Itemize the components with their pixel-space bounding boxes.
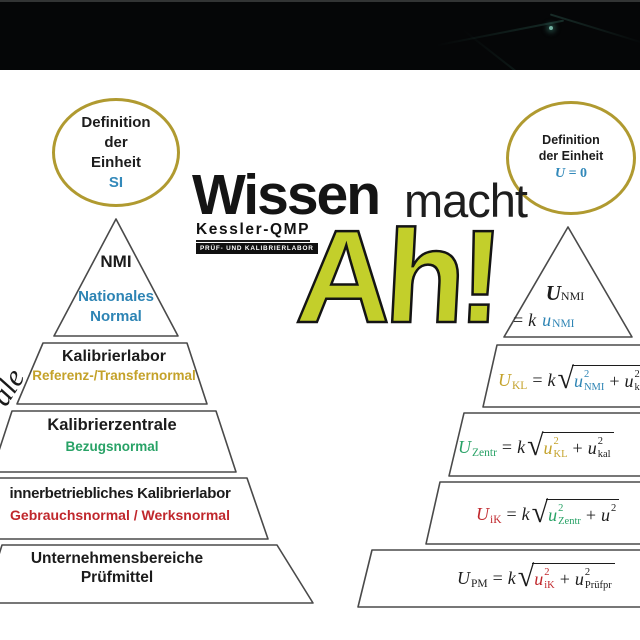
radical-icon: √ xyxy=(531,495,549,529)
level-title: Kalibrierzentrale xyxy=(47,416,177,434)
level-title: NMI xyxy=(100,252,132,271)
right-definition-circle: Definition der Einheit U = 0 xyxy=(506,101,636,215)
level-subtitle: Referenz-/Transfernormal xyxy=(32,368,196,383)
level-subtitle: Normal xyxy=(90,308,142,325)
right-pyramid-level-3-shape xyxy=(448,412,640,477)
u-zero-label: U = 0 xyxy=(554,166,588,181)
level-subtitle: Nationales xyxy=(78,288,154,305)
level-title: Prüfmittel xyxy=(80,569,154,586)
top-letterbox-bar xyxy=(0,0,640,70)
formula-nmi: UNMI xyxy=(545,281,585,305)
left-pyramid-level-3-shape xyxy=(0,410,237,473)
brand-tagline-badge: PRÜF- UND KALIBRIERLABOR xyxy=(196,243,318,254)
radical-icon: √ xyxy=(527,428,544,462)
brand-name: Kessler-QMP xyxy=(196,221,311,242)
level-subtitle: Bezugsnormal xyxy=(65,439,159,454)
left-level-5-text: Unternehmensbereiche Prüfmittel xyxy=(17,549,217,587)
radical-icon: √ xyxy=(557,361,574,395)
right-pyramid-level-4-shape xyxy=(425,481,640,545)
si-unit-label: SI xyxy=(108,173,124,191)
level-title: Unternehmensbereiche xyxy=(30,550,204,567)
ambient-glow-icon xyxy=(549,26,553,30)
circle-text: Definition xyxy=(81,113,151,131)
radical-icon: √ xyxy=(517,559,535,593)
left-pyramid-level-1-shape xyxy=(53,218,179,337)
level-title: Kalibrierlabor xyxy=(61,348,167,365)
circle-text: der Einheit xyxy=(538,149,604,163)
logo-ah-exclaim: Ah! xyxy=(292,202,501,352)
left-pyramid-level-4-shape xyxy=(0,477,269,540)
left-definition-circle: Definition der Einheit SI xyxy=(52,98,180,207)
level-title: innerbetriebliches Kalibrierlabor xyxy=(9,485,231,502)
circle-text: Definition xyxy=(542,133,600,147)
circle-text: der xyxy=(104,133,128,151)
logo-word-wissen: Wissen xyxy=(192,163,381,227)
right-pyramid-level-2-shape xyxy=(482,344,640,408)
level-subtitle: Gebrauchsnormal / Werksnormal xyxy=(10,507,230,523)
right-pyramid-level-1-shape xyxy=(503,226,633,338)
left-pyramid-level-5-shape xyxy=(0,544,314,604)
left-level-1-text: NMI Nationales Normal xyxy=(56,252,176,327)
logo-word-macht: macht xyxy=(404,174,528,227)
left-level-2-text: Kalibrierlabor Referenz-/Transfernormal xyxy=(14,347,214,386)
left-level-4-text: innerbetriebliches Kalibrierlabor Gebrau… xyxy=(0,484,250,525)
left-level-3-text: Kalibrierzentrale Bezugsnormal xyxy=(12,416,212,457)
circle-text: Einheit xyxy=(90,153,141,171)
left-pyramid-level-2-shape xyxy=(16,342,208,405)
right-pyramid-level-5-shape xyxy=(357,549,640,608)
